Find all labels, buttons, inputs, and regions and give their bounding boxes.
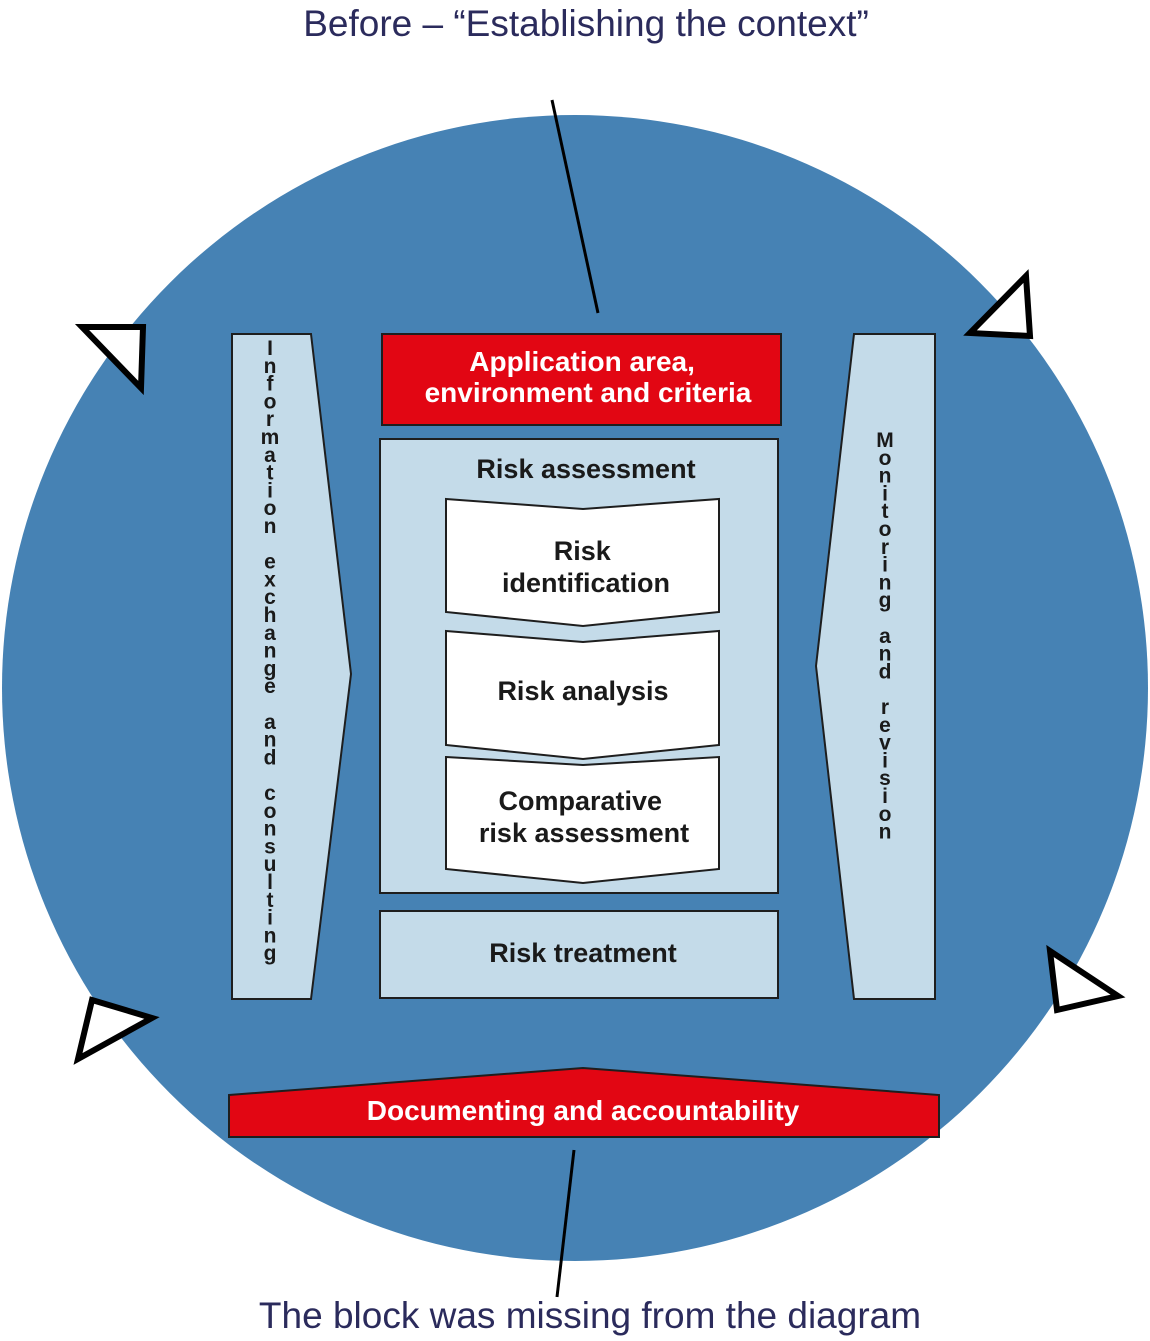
right-panel-letter: v [879,732,891,755]
left-panel-letter: o [264,497,277,520]
left-panel-letter: n [264,818,277,841]
risk-treatment-label: Risk treatment [489,938,677,968]
documenting-label: Documenting and accountability [367,1095,800,1126]
right-panel-letter: n [879,465,892,488]
risk-identification-block [445,497,720,628]
left-panel-letter: r [266,408,274,431]
left-panel-letter: f [267,373,275,396]
right-panel-letter: r [881,536,889,559]
right-panel-letter: o [879,803,892,826]
left-panel-letter: n [264,640,277,663]
right-panel-letter: g [879,589,892,612]
svg-text:Application area, environm: Application area, environment and criter… [425,346,752,408]
right-panel-letter: i [882,785,888,808]
top-caption: Before – “Establishing the context” [303,3,869,44]
right-panel-letter: i [882,482,888,505]
risk-identification-line-2: identification [502,568,670,598]
right-panel-letter: a [879,625,891,648]
comparative-risk-assessment-line-1: Comparative [498,786,662,816]
svg-text:Comparative risk assessmen: Comparative risk assessment [479,786,689,848]
right-panel-letter: n [879,643,892,666]
right-panel-letter: i [882,749,888,772]
right-panel-letter: o [879,447,892,470]
right-side-panel [814,333,936,1000]
documenting-block [228,1066,940,1138]
right-panel-letter: M [876,429,894,452]
right-panel-letter: e [879,714,891,737]
left-panel-letter: a [264,622,276,645]
left-panel-letter: e [264,675,276,698]
left-panel-letter: l [267,871,273,894]
svg-text:Risk identification: Risk identification [502,536,670,598]
left-panel-letter: a [264,711,276,734]
left-panel-letter: e [264,551,276,574]
application-area-line-1: Application area, [469,346,695,377]
left-panel-letter: i [267,907,273,930]
left-panel-letter: I [267,337,273,360]
risk-analysis-block [445,629,720,761]
circle-arrow-top-left-icon [74,324,147,396]
left-panel-letter: u [264,853,277,876]
left-panel-letter: n [264,515,277,538]
right-panel-letter: r [881,696,889,719]
risk-assessment-title: Risk assessment [476,454,695,484]
left-panel-letter: h [264,604,277,627]
left-side-panel [231,333,353,1000]
left-panel-letter: a [264,444,276,467]
left-panel-letter: t [267,889,274,912]
bottom-pointer-line [555,1149,576,1298]
left-panel-letter: t [267,462,274,485]
right-panel-letter: i [882,554,888,577]
right-panel-letter: s [879,767,891,790]
left-panel-letter: n [264,729,277,752]
left-panel-letter: c [264,586,276,609]
left-panel-letter: n [264,924,277,947]
left-panel-letter: i [267,479,273,502]
left-panel-letter: d [264,746,277,769]
circle-arrow-bottom-left-icon [73,996,160,1065]
left-panel-letter: n [264,355,277,378]
right-panel-letter: n [879,821,892,844]
left-panel-letter: o [264,800,277,823]
application-area-block [381,333,782,426]
left-panel-letter: g [264,657,277,680]
risk-analysis-label: Risk analysis [497,676,668,706]
bottom-caption: The block was missing from the diagram [259,1295,921,1336]
right-panel-letter: t [882,500,889,523]
left-panel-letter: s [264,835,276,858]
risk-treatment-block [379,910,779,999]
top-pointer-line [550,99,600,314]
circle-arrow-bottom-right-icon [1046,944,1126,1014]
left-panel-letter: g [264,942,277,965]
right-panel-letter: o [879,518,892,541]
left-panel-letter: o [264,390,277,413]
application-area-line-2: environment and criteria [425,377,752,408]
left-panel-letter: m [261,426,280,449]
circle-arrow-top-right-icon [963,269,1034,340]
left-panel-letter: x [264,568,276,591]
left-panel-letter: c [264,782,276,805]
comparative-risk-assessment-line-2: risk assessment [479,818,689,848]
right-panel-letter: n [879,571,892,594]
comparative-risk-assessment-block [445,755,720,885]
right-panel-letter: d [879,660,892,683]
risk-identification-line-1: Risk [554,536,612,566]
